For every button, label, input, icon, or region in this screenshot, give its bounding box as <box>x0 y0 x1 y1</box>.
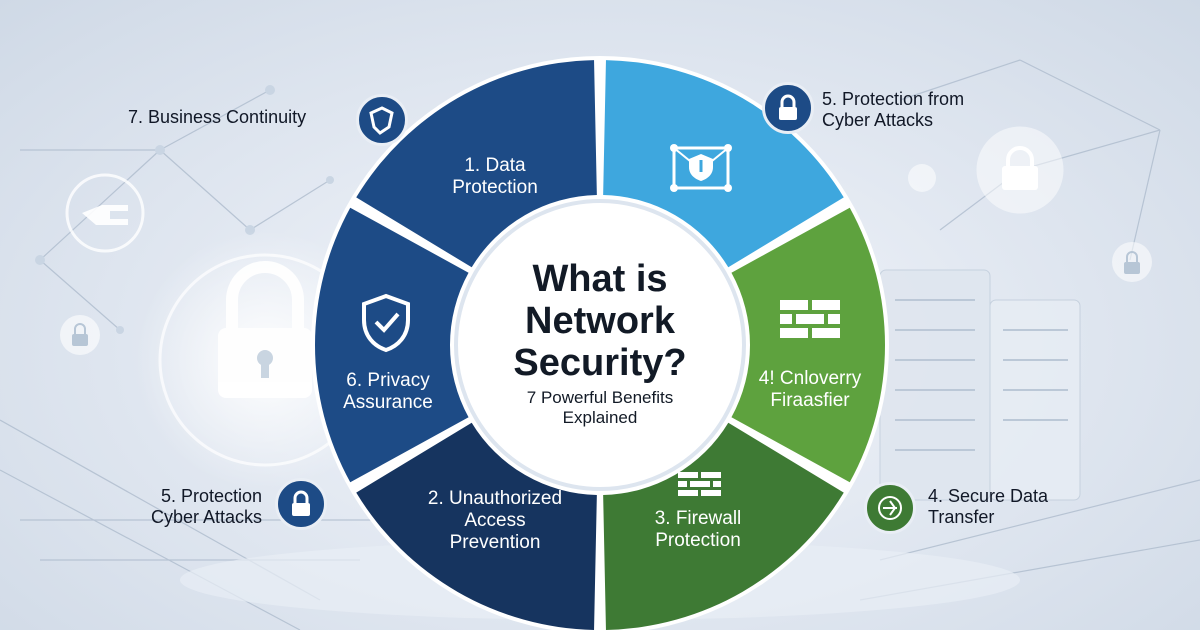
segment-light-blue <box>603 60 844 268</box>
callout-top-left: 7. Business Continuity <box>128 107 307 127</box>
center-disk <box>454 199 746 491</box>
segment-1-data-protection <box>356 60 597 268</box>
callout-top-right: 5. Protection from Cyber Attacks <box>822 89 965 130</box>
segment-1-label: 1. Data Protection <box>452 155 538 198</box>
segment-6-privacy <box>315 207 469 483</box>
brick-wall-icon <box>780 300 840 338</box>
segment-6-label: 6. Privacy Assurance <box>343 370 433 413</box>
center-title: What is Network Security? <box>513 258 687 384</box>
padlock-icon-bottom-left <box>275 478 327 530</box>
padlock-icon-top-right <box>762 82 814 134</box>
server-racks-right <box>879 269 1081 501</box>
segment-3-firewall <box>603 422 844 630</box>
network-nodes-left <box>35 85 334 334</box>
brick-wall-icon-small <box>678 472 721 496</box>
segment-4-label: 4! Cnloverry Firaasfier <box>758 368 862 411</box>
shield-check-icon <box>362 293 410 353</box>
hand-circle-left <box>65 173 145 253</box>
segment-3-label: 3. Firewall Protection <box>654 508 742 551</box>
segment-2-unauthorized-access <box>356 422 597 630</box>
callout-bottom-right: 4. Secure Data Transfer <box>928 486 1049 527</box>
callout-bottom-left: 5. Protection Cyber Attacks <box>150 486 262 527</box>
shield-outline-icon <box>356 94 408 146</box>
segment-4 <box>731 207 885 483</box>
center-subtitle: 7 Powerful Benefits Explained <box>526 388 674 427</box>
globe-transfer-icon <box>864 482 916 534</box>
network-shield-icon <box>670 144 732 192</box>
segment-2-label: 2. Unauthorized Access Prevention <box>427 488 563 553</box>
large-padlock-icon-left <box>218 261 312 398</box>
